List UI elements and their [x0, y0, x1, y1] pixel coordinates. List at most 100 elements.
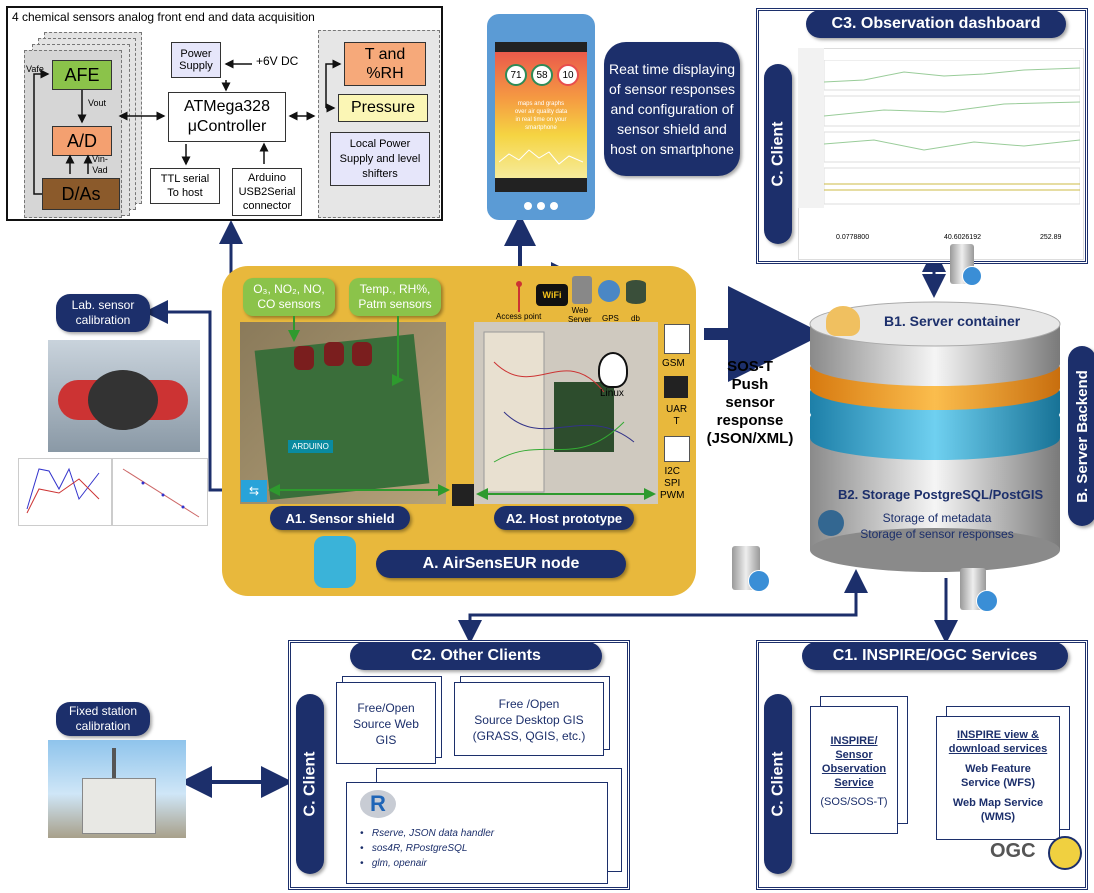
dashboard-title: C3. Observation dashboard — [806, 10, 1066, 38]
other-clients-title: C2. Other Clients — [350, 642, 602, 670]
web-server-icon — [572, 276, 592, 304]
arduino-usb-label: Arduino USB2Serial connector — [238, 172, 296, 212]
gsm-icon — [664, 324, 690, 354]
das-box: D/As — [42, 178, 120, 210]
ttl-box: TTL serial To host — [150, 168, 220, 204]
afe-box-label: AFE — [64, 64, 100, 85]
power-supply-box: Power Supply — [171, 42, 221, 78]
mcu-box: ATMega328 μController — [168, 92, 286, 142]
sensor-group-2-text: Temp., RH%, Patm sensors — [358, 282, 432, 311]
sensor-group-1: O₃, NO₂, NO, CO sensors — [243, 278, 335, 316]
dashboard-charts — [824, 60, 1080, 205]
web-server-label: Web Server — [568, 306, 592, 324]
power-supply-label: Power Supply — [179, 48, 213, 72]
dashboard-sidebar — [798, 48, 824, 208]
t-rh-box: T and %RH — [344, 42, 426, 86]
web-gis-label: Free/Open Source Web GIS — [353, 701, 419, 747]
r-item-text: Rserve, JSON data handler — [371, 828, 495, 839]
pressure-box: Pressure — [338, 94, 428, 122]
linux-label: Linux — [600, 388, 624, 399]
server-backend-label: B. Server Backend — [1068, 346, 1094, 526]
server-globe-bottom — [976, 590, 998, 612]
other-clients-link-line — [458, 569, 868, 644]
dashboard-title-text: C3. Observation dashboard — [831, 15, 1041, 32]
db-icon — [626, 280, 646, 304]
storage-description: Storage of metadata Storage of sensor re… — [860, 511, 1014, 541]
host-prototype-label: A2. Host prototype — [494, 506, 634, 530]
dashboard-value-1: 0.0778800 — [836, 234, 870, 241]
bus-label: I2C SPI PWM — [660, 466, 685, 501]
node-title: A. AirSensEUR node — [376, 550, 626, 578]
phone-description-text: Reat time displaying of sensor responses… — [608, 61, 736, 157]
phone-gauge-2: 58 — [531, 64, 553, 86]
lab-title-text: Lab. sensor calibration — [71, 298, 135, 327]
r-item: • Rserve, JSON data handler — [360, 828, 495, 839]
r-logo-icon: R — [360, 790, 396, 818]
host-prototype-label-text: A2. Host prototype — [505, 510, 623, 526]
wfs-label: Web Feature Service (WFS) — [961, 763, 1035, 789]
phone-screen-text: maps and graphs over air quality data in… — [514, 101, 568, 131]
station-building — [82, 778, 156, 834]
wms-label: Web Map Service (WMS) — [952, 797, 1044, 823]
dashboard-value-3: 252.89 — [1040, 234, 1062, 241]
r-item: • sos4R, RPostgreSQL — [360, 843, 468, 854]
desktop-gis-card — [454, 682, 604, 756]
phone-dot-2 — [537, 202, 545, 210]
lab-photo — [48, 340, 200, 452]
pressure-label: Pressure — [350, 99, 416, 116]
afe-panel: 4 chemical sensors analog front end and … — [6, 6, 443, 221]
view-title: INSPIRE view & download services — [948, 729, 1048, 755]
gps-label: GPS — [602, 314, 619, 323]
phone-gauge-3: 10 — [557, 64, 579, 86]
server-container-label: B1. Server container — [884, 313, 1021, 329]
phone-status-bar — [495, 42, 587, 52]
arduino-logo: ARDUINO — [288, 440, 333, 453]
db-label: db — [631, 314, 640, 323]
local-power-label: Local Power Supply and level shifters — [339, 137, 421, 180]
afe-box: AFE — [52, 60, 112, 90]
other-clients-title-text: C2. Other Clients — [411, 647, 541, 664]
sos-subtitle: (SOS/SOS-T) — [820, 796, 888, 808]
r-item-text: glm, openair — [371, 858, 427, 869]
vafe-label: Vafe — [26, 64, 44, 74]
lab-plot-1 — [18, 458, 112, 526]
access-point-icon — [512, 278, 526, 312]
gsm-label: GSM — [662, 358, 685, 369]
sos-title: INSPIRE/ Sensor Observation Service — [821, 735, 887, 789]
capacitor-1 — [294, 346, 314, 370]
r-items: • Rserve, JSON data handler • sos4R, RPo… — [360, 826, 494, 871]
sensor-group-2: Temp., RH%, Patm sensors — [349, 278, 441, 316]
postgres-icon — [818, 510, 844, 536]
das-box-label: D/As — [61, 183, 101, 204]
sos-card — [810, 706, 898, 834]
storage-label: B2. Storage PostgreSQL/PostGIS — [838, 487, 1044, 502]
inspire-client-label: C. Client — [764, 694, 792, 874]
lab-photo-body — [88, 370, 158, 430]
gauge-value-2: 58 — [536, 69, 548, 81]
inspire-title-text: C1. INSPIRE/OGC Services — [832, 647, 1038, 664]
afe-panel-title: 4 chemical sensors analog front end and … — [12, 10, 315, 24]
mcu-label: ATMega328 μController — [184, 98, 270, 135]
ogc-logo: OGC — [990, 840, 1036, 862]
capacitor-2 — [324, 342, 344, 366]
r-item-text: sos4R, RPostgreSQL — [371, 843, 468, 854]
uart-icon — [664, 376, 688, 398]
server-backend-text: B. Server Backend — [1073, 369, 1091, 503]
capacitor-3 — [352, 342, 372, 366]
lab-plot-2 — [112, 458, 208, 526]
vin-vad-label: Vin- Vad — [92, 154, 108, 175]
usb-icon: ⇆ — [241, 480, 267, 502]
r-item: • glm, openair — [360, 858, 427, 869]
ioi-icon — [452, 484, 474, 506]
fixed-station-title-text: Fixed station calibration — [68, 704, 138, 733]
host-prototype-wires — [483, 331, 635, 493]
view-card — [936, 716, 1060, 840]
phone-dot-1 — [524, 202, 532, 210]
ad-box-label: A/D — [66, 130, 97, 151]
ttl-label: TTL serial To host — [160, 173, 210, 199]
gauge-value-3: 10 — [562, 69, 574, 81]
inspire-title: C1. INSPIRE/OGC Services — [802, 642, 1068, 670]
gps-icon — [598, 280, 620, 302]
access-point-label: Access point — [496, 312, 542, 321]
